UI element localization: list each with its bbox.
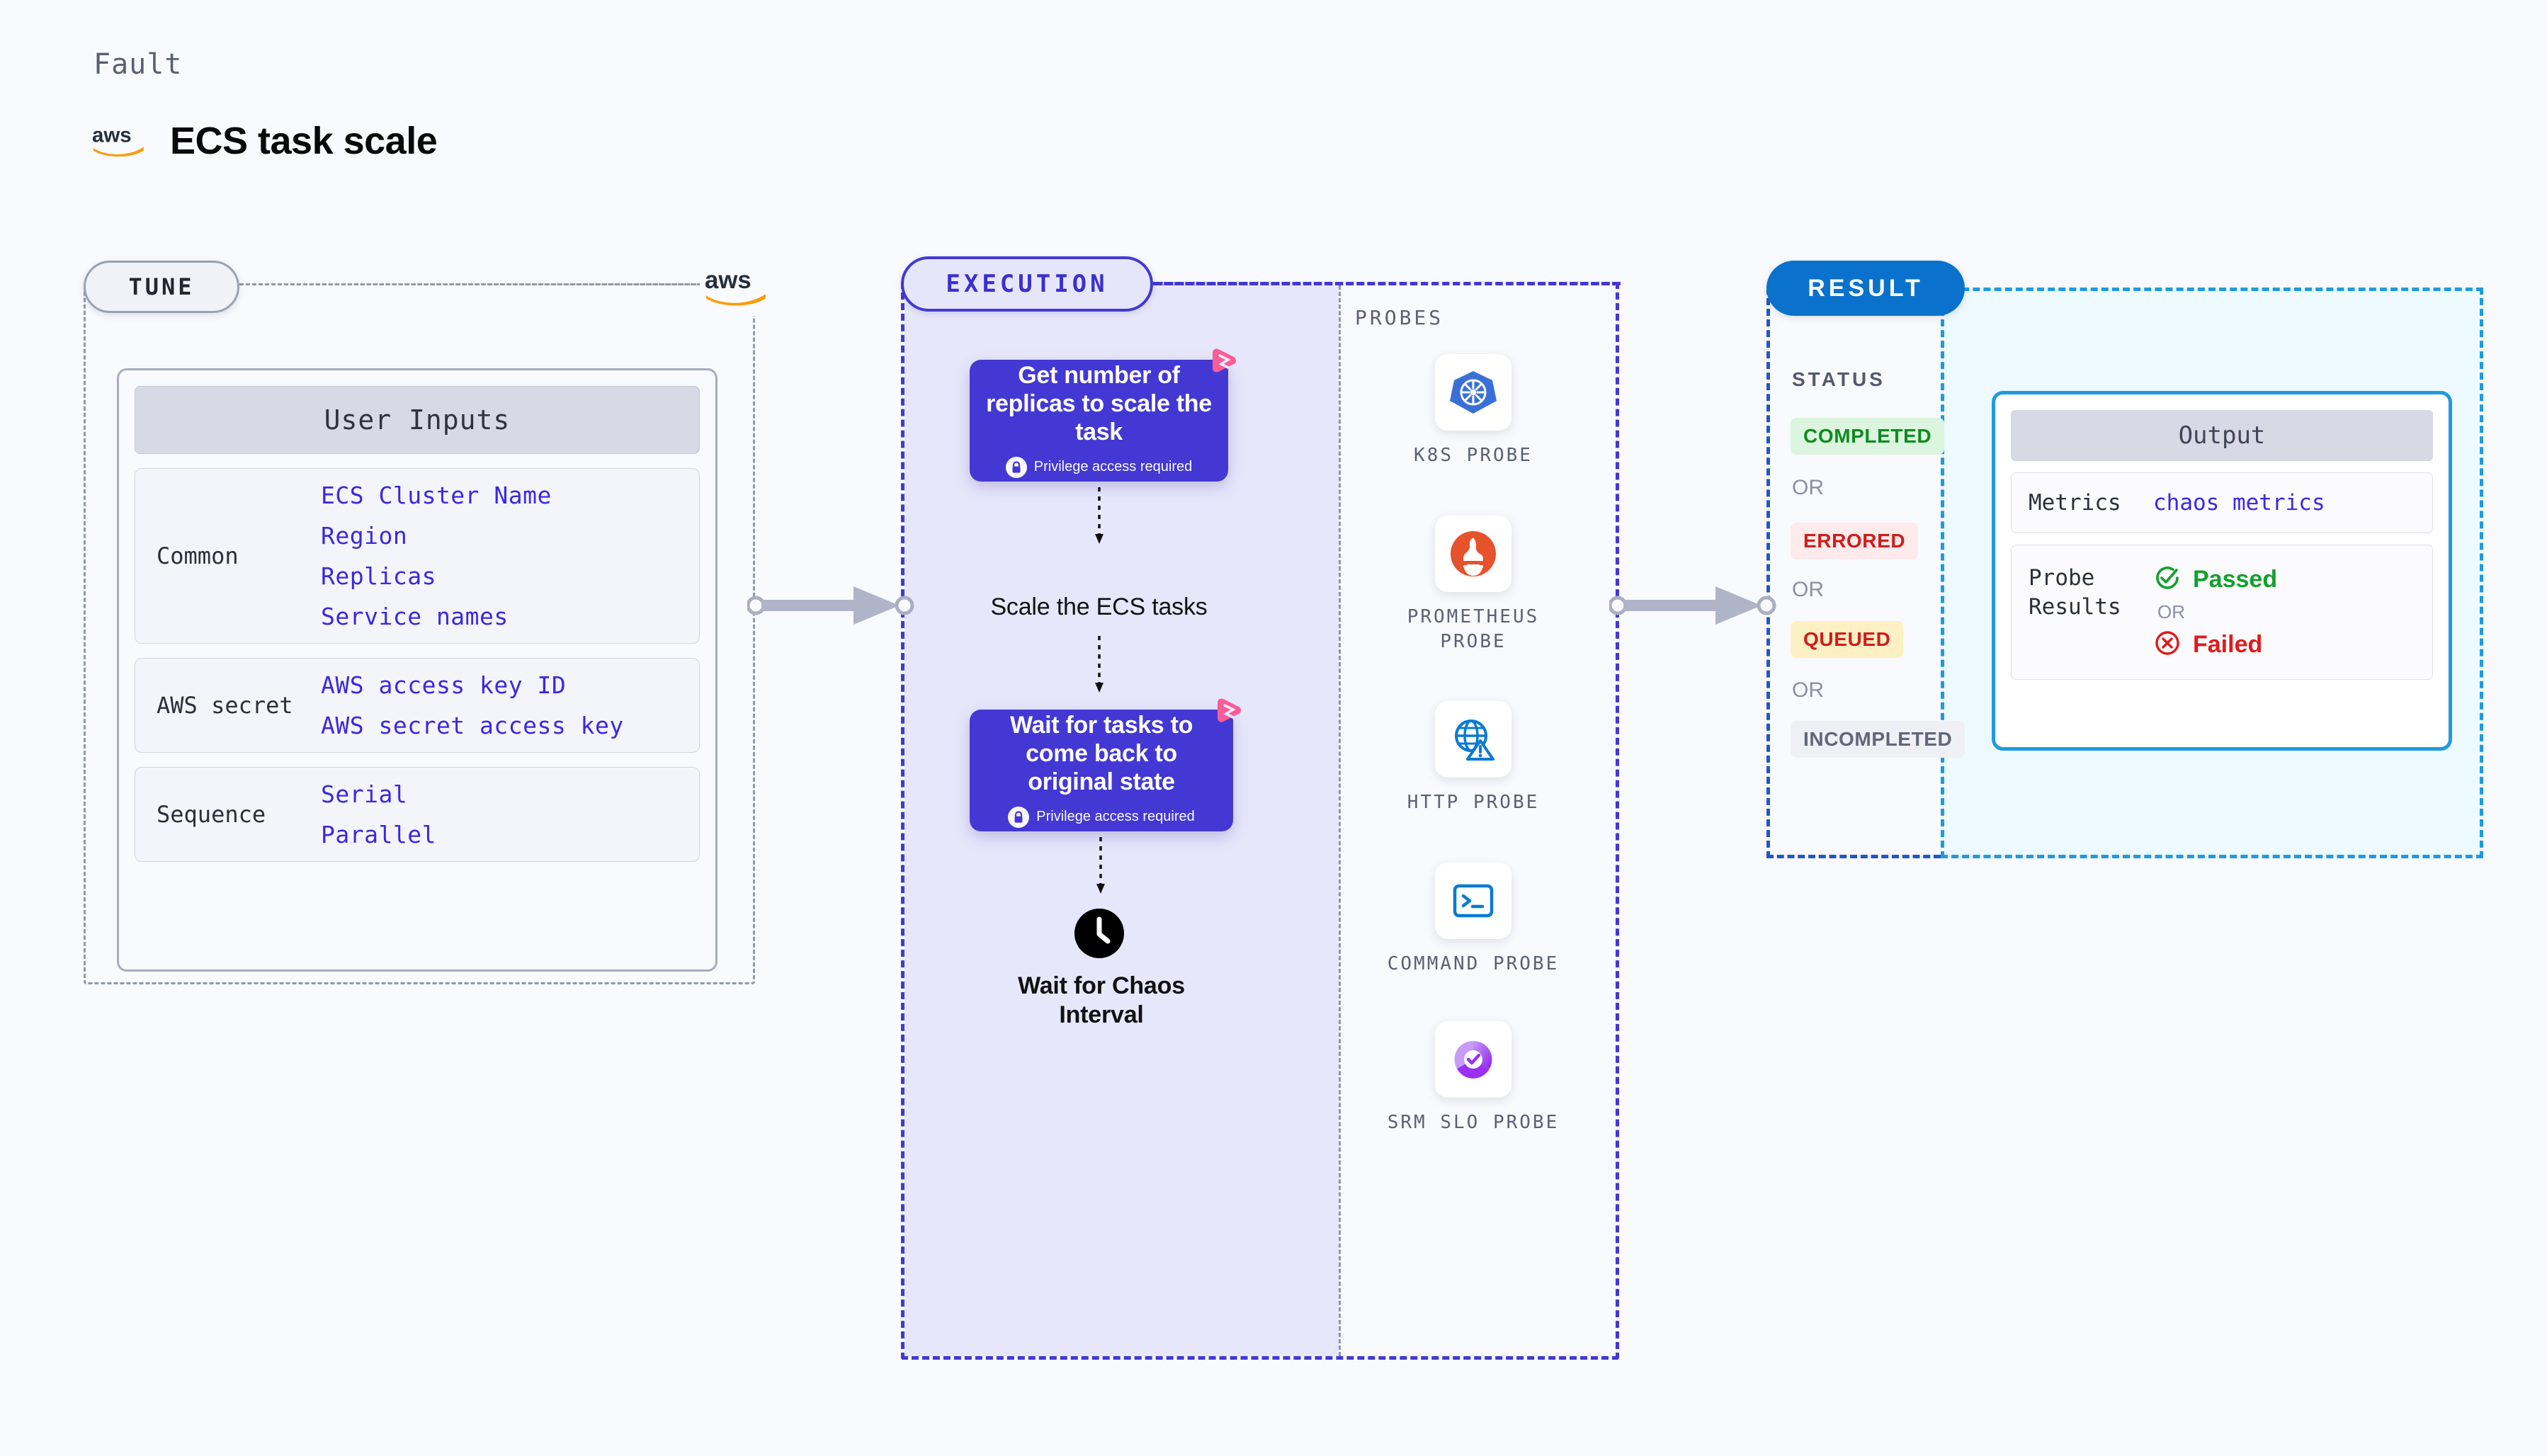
stage-pill-tune[interactable]: TUNE (84, 261, 239, 313)
page-kicker: Fault (93, 48, 183, 81)
output-probe-results-label: Probe Results (2029, 565, 2121, 620)
fault-step-card[interactable]: Wait for tasks to come back to original … (970, 698, 1241, 831)
input-value[interactable]: Serial (321, 780, 408, 808)
fault-step-title: Wait for tasks to come back to original … (1009, 712, 1193, 795)
http-globe-warning-icon (1435, 701, 1511, 778)
input-group-aws-secret: AWS secret AWS access key ID AWS secret … (135, 658, 700, 753)
status-badge-completed: COMPLETED (1791, 418, 1945, 455)
input-value[interactable]: Region (321, 522, 408, 550)
user-inputs-card: User Inputs Common ECS Cluster Name Regi… (117, 368, 717, 972)
fault-step-card[interactable]: Get number of replicas to scale the task… (970, 348, 1236, 482)
page-title: ECS task scale (170, 120, 438, 162)
status-section-label: STATUS (1792, 368, 1885, 390)
or-separator: OR (1792, 578, 1824, 601)
clock-icon (1074, 908, 1125, 962)
input-group-label: AWS secret (157, 692, 293, 719)
flow-arrow-down-icon (1094, 636, 1105, 700)
input-value[interactable]: AWS access key ID (321, 671, 567, 699)
output-row-probe-results: Probe Results Passed OR (2011, 545, 2433, 681)
wait-step-label: Wait for Chaos Interval (1018, 972, 1185, 1028)
kubernetes-icon (1435, 354, 1511, 431)
status-badge-queued: QUEUED (1791, 621, 1904, 658)
srm-slo-icon (1435, 1021, 1511, 1098)
privilege-note: Privilege access required (1008, 806, 1195, 828)
stage-pill-result[interactable]: RESULT (1766, 261, 1965, 316)
probes-divider (1339, 285, 1341, 1356)
input-group-label: Common (157, 542, 239, 569)
stage-pill-execution[interactable]: EXECUTION (901, 256, 1153, 312)
page-title-row: aws ECS task scale (92, 119, 438, 163)
input-value[interactable]: Service names (321, 603, 509, 630)
probes-section-label: PROBES (1355, 306, 1444, 329)
input-value[interactable]: Replicas (321, 562, 436, 590)
status-badge-incompleted: INCOMPLETED (1791, 721, 1965, 758)
aws-logo-icon: aws (92, 120, 147, 162)
output-row-metrics: Metrics chaos metrics (2011, 472, 2433, 534)
tune-aws-logo-icon: aws (700, 255, 775, 316)
probe-item-srm-slo[interactable]: SRM SLO PROBE (1381, 1021, 1565, 1135)
terminal-icon (1435, 863, 1511, 939)
probe-item-command[interactable]: COMMAND PROBE (1381, 863, 1565, 977)
fault-flag-icon (1204, 347, 1238, 382)
output-header: Output (2011, 410, 2433, 461)
prometheus-icon (1435, 516, 1511, 592)
probe-item-k8s[interactable]: K8S PROBE (1381, 354, 1565, 468)
right-arrow-connector-icon (1608, 581, 1779, 634)
x-circle-icon (2153, 629, 2182, 661)
input-value[interactable]: Parallel (321, 821, 436, 848)
probe-label: K8S PROBE (1414, 445, 1533, 466)
user-inputs-header: User Inputs (135, 386, 700, 454)
probe-label: COMMAND PROBE (1387, 953, 1560, 974)
flow-step-label: Scale the ECS tasks (990, 593, 1208, 620)
input-group-label: Sequence (157, 801, 266, 828)
probe-label: HTTP PROBE (1407, 792, 1540, 813)
input-group-sequence: Sequence Serial Parallel (135, 767, 700, 862)
output-card: Output Metrics chaos metrics Probe Resul… (1992, 391, 2452, 751)
privilege-note: Privilege access required (1005, 456, 1193, 478)
check-circle-icon (2153, 564, 2182, 596)
or-separator: OR (1792, 678, 1824, 702)
input-group-common: Common ECS Cluster Name Region Replicas … (135, 468, 700, 644)
probe-item-prometheus[interactable]: PROMETHEUS PROBE (1381, 516, 1565, 654)
fault-flag-icon (1209, 697, 1243, 732)
or-separator: OR (2157, 601, 2185, 623)
privilege-note-text: Privilege access required (1036, 809, 1195, 825)
privilege-note-text: Privilege access required (1033, 459, 1193, 475)
fault-step-title: Get number of replicas to scale the task (986, 362, 1212, 445)
svg-text:aws: aws (705, 267, 751, 294)
input-value[interactable]: AWS secret access key (321, 712, 624, 739)
flow-arrow-down-icon (1095, 837, 1106, 902)
status-badge-errored: ERRORED (1791, 523, 1919, 559)
input-value[interactable]: ECS Cluster Name (321, 482, 552, 509)
lock-icon (1008, 806, 1030, 828)
probe-label: SRM SLO PROBE (1387, 1112, 1560, 1133)
execution-boundary-top (1153, 282, 1621, 285)
probe-result-failed-label: Failed (2193, 631, 2263, 659)
probe-result-passed: Passed (2153, 564, 2277, 596)
right-arrow-connector-icon (746, 581, 917, 634)
probe-result-failed: Failed (2153, 629, 2277, 661)
lock-icon (1005, 456, 1027, 478)
flow-arrow-down-icon (1094, 487, 1105, 552)
svg-text:aws: aws (92, 123, 132, 147)
or-separator: OR (1792, 476, 1824, 499)
probe-item-http[interactable]: HTTP PROBE (1381, 701, 1565, 815)
output-metrics-label: Metrics (2029, 490, 2121, 516)
output-metrics-value[interactable]: chaos metrics (2153, 490, 2325, 516)
tune-boundary-top (239, 283, 714, 285)
probe-result-passed-label: Passed (2193, 566, 2278, 593)
probe-label: PROMETHEUS PROBE (1407, 606, 1540, 653)
